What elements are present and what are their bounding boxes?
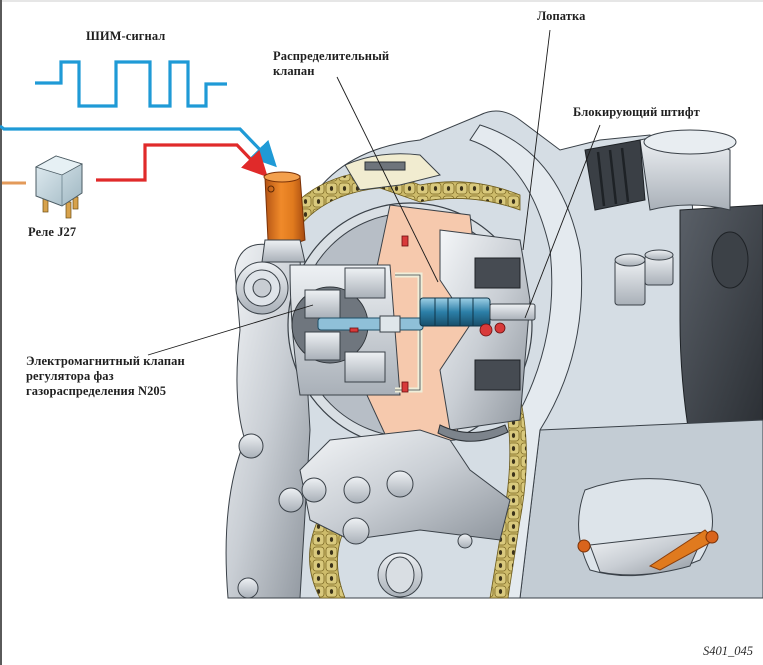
label-text-line-2: клапан (273, 64, 315, 78)
pwm-signal-line (0, 124, 277, 168)
figure-id: S401_045 (703, 644, 753, 658)
left-border (0, 0, 2, 665)
label-text: Лопатка (537, 9, 586, 23)
label-text: Блокирующий штифт (573, 105, 700, 119)
label-solenoid-valve: Электромагнитный клапан регулятора фаз г… (26, 354, 185, 399)
label-text-line-2: регулятора фаз (26, 369, 114, 383)
spool-valve (419, 297, 536, 327)
top-border (0, 0, 763, 2)
pwm-waveform (35, 60, 227, 108)
solenoid-connector (264, 172, 306, 245)
throttle-flap (589, 531, 706, 576)
label-vane: Лопатка (537, 9, 585, 24)
timing-chain (269, 169, 521, 251)
label-text-line-1: Электромагнитный клапан (26, 354, 185, 368)
leader-vane (522, 29, 551, 251)
engine-cutaway-illustration (225, 110, 763, 599)
relay-icon (34, 155, 84, 219)
leader-locking-pin (524, 124, 601, 319)
label-text: Реле J27 (28, 225, 77, 239)
label-relay: Реле J27 (28, 225, 76, 240)
label-pwm-signal: ШИМ-сигнал (86, 29, 165, 44)
solenoid-plunger (317, 317, 424, 331)
leader-solenoid-valve (147, 304, 314, 356)
label-distribution-valve: Распределительный клапан (273, 49, 389, 79)
label-locking-pin: Блокирующий штифт (573, 105, 700, 120)
power-line (96, 143, 268, 182)
label-text-line-3: газораспределения N205 (26, 384, 167, 398)
leader-distribution-valve (336, 76, 439, 283)
label-text-line-1: Распределительный (273, 49, 390, 63)
label-text: ШИМ-сигнал (86, 29, 166, 43)
